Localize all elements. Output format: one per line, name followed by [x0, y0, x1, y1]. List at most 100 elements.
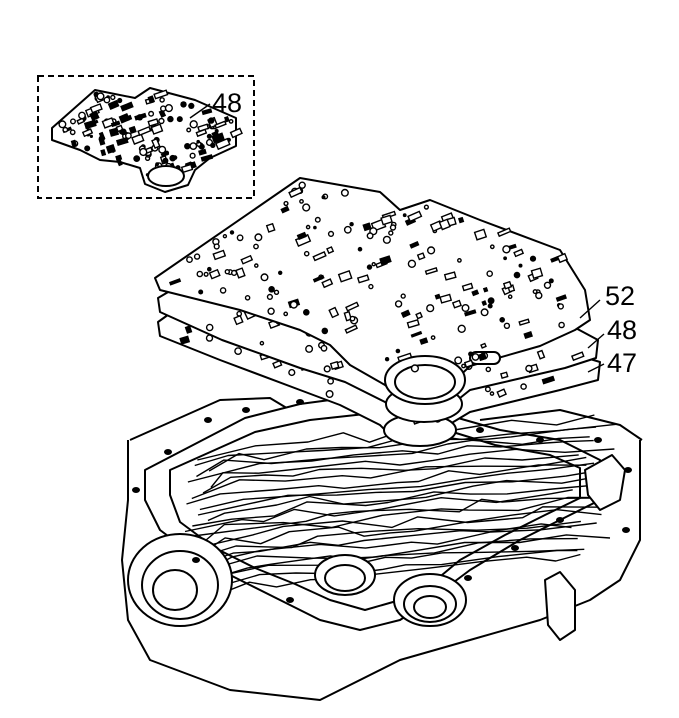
- plate-hole: [212, 249, 227, 261]
- plate-hole: [299, 198, 304, 204]
- callout-inset-48: 48: [212, 88, 243, 118]
- plate-hole: [90, 119, 99, 126]
- plate-hole: [179, 335, 191, 345]
- plate-hole: [434, 293, 441, 300]
- bolt: [556, 517, 564, 523]
- plate-hole: [496, 227, 512, 238]
- plate-hole: [151, 137, 161, 149]
- bolt: [164, 449, 172, 455]
- inset-leader: [189, 103, 211, 119]
- plate-hole: [124, 132, 132, 140]
- plate-hole: [120, 101, 134, 112]
- plate-hole: [115, 154, 123, 162]
- plate-hole: [268, 286, 275, 293]
- plate-hole: [213, 243, 220, 250]
- plate-hole: [384, 357, 390, 362]
- plate-hole: [236, 310, 243, 317]
- plate-hole: [357, 246, 363, 252]
- plate-hole: [314, 216, 321, 223]
- plate-hole: [108, 127, 120, 137]
- plate-hole: [69, 118, 76, 125]
- plate-hole: [473, 228, 488, 241]
- bolt: [476, 427, 484, 433]
- fluid-channel: [202, 454, 579, 494]
- plate-hole: [76, 117, 86, 125]
- plate-hole: [208, 117, 215, 124]
- plate-hole: [480, 308, 489, 317]
- fluid-channel: [199, 462, 595, 511]
- plate-hole: [407, 259, 417, 268]
- plate-hole: [451, 299, 462, 309]
- plate-hole: [298, 181, 306, 189]
- plate-hole: [118, 113, 131, 124]
- fluid-channel: [208, 426, 597, 472]
- plate-hole: [222, 233, 228, 239]
- plate-hole: [558, 321, 565, 329]
- plate-hole: [532, 289, 538, 295]
- plate-hole: [486, 270, 494, 278]
- plate-hole: [280, 205, 290, 214]
- plate-hole: [283, 311, 289, 317]
- gasket-52-holes: [168, 181, 569, 373]
- plate-hole: [62, 126, 69, 133]
- plate-hole: [111, 149, 115, 153]
- plate-hole: [489, 244, 495, 250]
- plate-hole: [513, 248, 525, 258]
- plate-hole: [439, 293, 453, 304]
- plate-hole: [147, 95, 156, 104]
- plate-hole: [482, 286, 489, 293]
- plate-hole: [305, 344, 314, 353]
- plate-hole: [116, 136, 129, 147]
- plate-hole: [267, 307, 275, 315]
- plate-hole: [89, 103, 103, 114]
- plate-hole: [424, 267, 438, 276]
- plate-hole: [343, 225, 352, 234]
- plate-hole: [186, 127, 192, 133]
- plate-hole: [103, 96, 111, 104]
- plate-hole: [430, 335, 436, 340]
- plate-hole: [520, 383, 527, 390]
- plate-hole: [329, 360, 340, 370]
- mounting-bolts: [132, 395, 632, 603]
- plate-hole: [150, 123, 164, 135]
- plate-hole: [167, 115, 174, 123]
- plate-hole: [480, 352, 487, 360]
- plate-hole: [89, 110, 100, 122]
- plate-hole: [323, 365, 331, 373]
- plate-hole: [160, 151, 170, 158]
- fluid-channel: [200, 523, 572, 566]
- plate-hole: [344, 324, 359, 334]
- plate-hole: [320, 344, 328, 352]
- fluid-channel: [202, 496, 609, 544]
- inset-dashed-frame: [37, 75, 255, 199]
- plate-hole: [499, 317, 506, 323]
- bolt: [536, 437, 544, 443]
- plate-hole: [162, 157, 169, 164]
- plate-hole: [169, 154, 176, 162]
- plate-hole: [100, 149, 107, 157]
- plate-hole: [523, 331, 533, 340]
- leader-lines: [579, 299, 605, 373]
- plate-hole: [195, 128, 208, 138]
- accumulator-bore-1: [314, 554, 376, 596]
- plate-hole: [265, 222, 276, 233]
- plate-hole: [303, 309, 310, 316]
- fluid-channel: [207, 522, 597, 571]
- plate-hole: [427, 246, 436, 255]
- plate-hole: [70, 139, 78, 148]
- plate-hole: [312, 274, 325, 283]
- bolt: [622, 527, 630, 533]
- bolt: [464, 575, 472, 581]
- plate-hole: [283, 200, 289, 207]
- plate-hole: [148, 110, 155, 117]
- plate-hole: [503, 322, 511, 329]
- plate-hole: [400, 293, 406, 299]
- fluid-channel: [191, 456, 587, 500]
- plate-hole: [557, 303, 564, 310]
- plate-hole: [208, 268, 221, 280]
- plate-hole: [134, 112, 147, 121]
- plate-hole: [303, 250, 310, 257]
- plate-hole: [326, 246, 335, 255]
- callout-52: 52: [605, 281, 636, 311]
